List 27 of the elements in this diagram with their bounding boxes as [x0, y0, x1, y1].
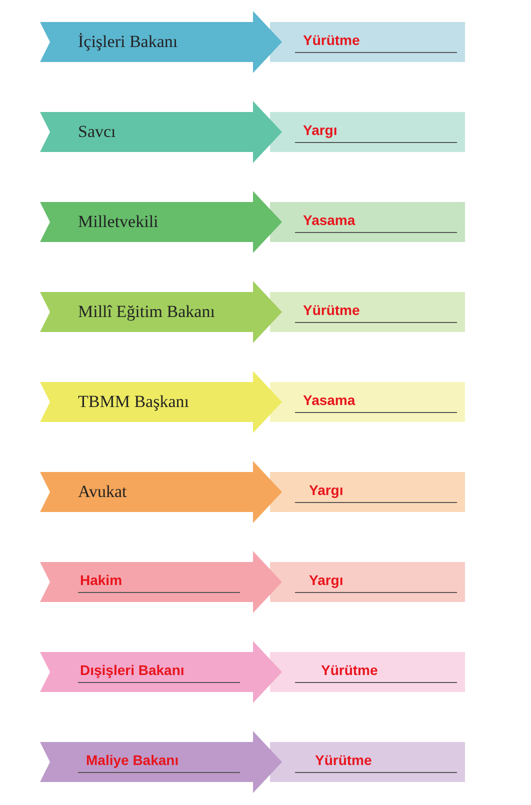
term-label: TBMM Başkanı	[78, 392, 189, 412]
filled-answer-line: Yasama	[295, 212, 457, 232]
term-label: Milletvekili	[78, 212, 158, 232]
term-label: İçişleri Bakanı	[78, 32, 178, 52]
filled-answer-line: Yargı	[295, 572, 457, 592]
filled-answer-line: Yargı	[295, 122, 457, 142]
answer-band	[270, 562, 465, 602]
filled-answer-line: Yürütme	[295, 662, 457, 682]
filled-answer-line: Maliye Bakanı	[78, 752, 240, 772]
term-label: Savcı	[78, 122, 116, 142]
filled-answer-line: Yürütme	[295, 32, 457, 52]
answer-band	[270, 382, 465, 422]
answer-band	[270, 472, 465, 512]
answer-band	[270, 112, 465, 152]
answer-band	[270, 652, 465, 692]
filled-answer-line: Yargı	[295, 482, 457, 502]
answer-band	[270, 202, 465, 242]
answer-band	[270, 742, 465, 782]
answer-band	[270, 22, 465, 62]
term-label: Avukat	[78, 482, 127, 502]
filled-answer-line: Hakim	[78, 572, 240, 592]
filled-answer-line: Dışişleri Bakanı	[78, 662, 240, 682]
answer-band	[270, 292, 465, 332]
term-label: Millî Eğitim Bakanı	[78, 302, 215, 322]
filled-answer-line: Yürütme	[295, 302, 457, 322]
filled-answer-line: Yürütme	[295, 752, 457, 772]
filled-answer-line: Yasama	[295, 392, 457, 412]
